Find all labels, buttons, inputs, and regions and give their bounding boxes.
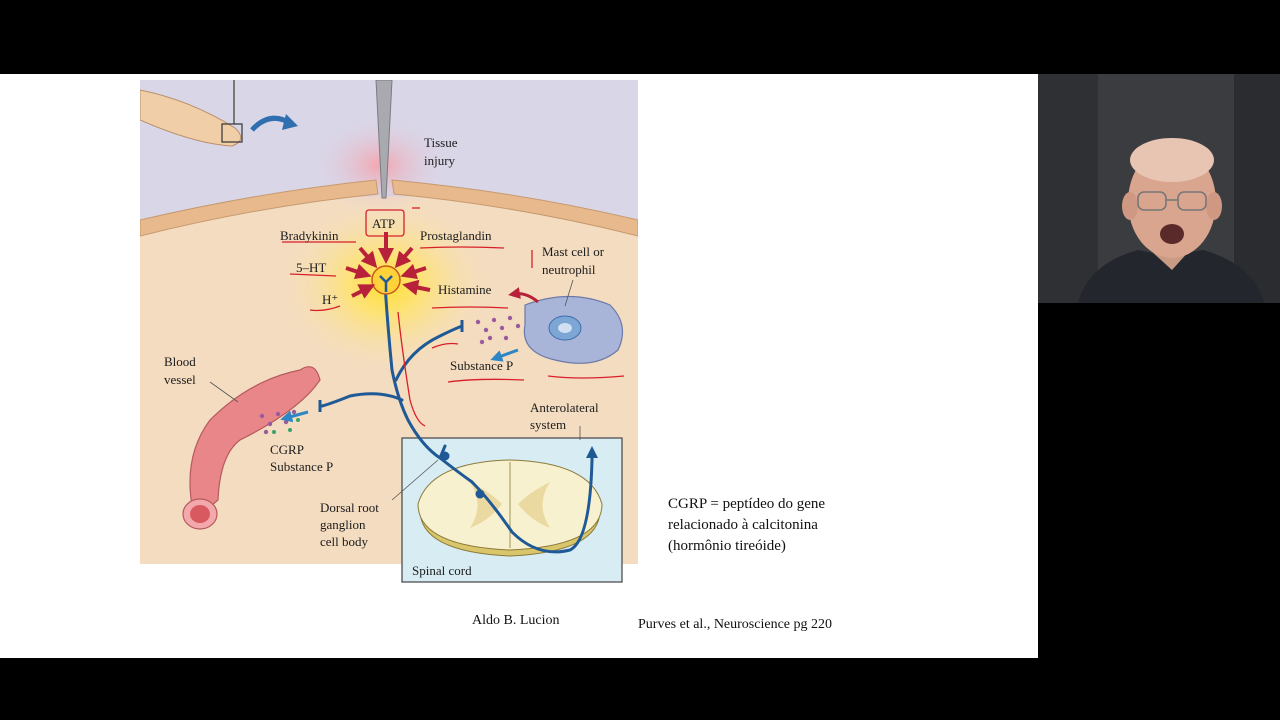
nociception-diagram: Tissue injury ATP Bradykinin Prostagland…: [140, 80, 638, 583]
cgrp-arrow: [280, 410, 309, 423]
substance-p-granules: [475, 315, 521, 345]
author-credit: Aldo B. Lucion: [472, 613, 560, 628]
svg-text:vessel: vessel: [164, 372, 196, 387]
label-bradykinin: Bradykinin: [280, 228, 339, 243]
cgrp-definition: CGRP = peptídeo do gene relacionado à ca…: [668, 496, 826, 554]
blood-vessel: [189, 366, 321, 522]
svg-text:injury: injury: [424, 153, 456, 168]
label-cgrp: CGRP: [270, 442, 304, 457]
substance-p-arrow: [490, 348, 519, 362]
mediator-arrows: [345, 232, 431, 299]
histamine-release-arrow: [508, 287, 539, 304]
reference-citation: Purves et al., Neuroscience pg 220: [638, 617, 832, 632]
svg-text:cell body: cell body: [320, 534, 369, 549]
label-atp: ATP: [372, 216, 395, 231]
label-anterolateral-system: Anterolateral: [530, 400, 599, 415]
label-prostaglandin: Prostaglandin: [420, 228, 492, 243]
presenter-video: [1038, 74, 1280, 303]
label-histamine: Histamine: [438, 282, 492, 297]
dorsal-root-ganglion: [440, 451, 450, 461]
label-blood-vessel: Blood: [164, 354, 196, 369]
inset-box: [221, 123, 243, 143]
label-tissue-injury: Tissue: [424, 135, 458, 150]
label-substance-p: Substance P: [450, 358, 513, 373]
label-cgrp-substance-p: Substance P: [270, 459, 333, 474]
needle: [375, 80, 393, 199]
label-h-plus: H⁺: [322, 292, 338, 307]
svg-text:system: system: [530, 417, 566, 432]
slide: Tissue injury ATP Bradykinin Prostagland…: [0, 74, 1038, 658]
red-annotations: [282, 207, 625, 427]
label-spinal-cord: Spinal cord: [412, 563, 472, 578]
skin-surface-left: [140, 179, 379, 237]
presenter-webcam: [1038, 74, 1280, 303]
finger: [140, 89, 242, 147]
label-mast-cell: Mast cell or: [542, 244, 605, 259]
nerve-ending: [371, 265, 401, 295]
svg-text:neutrophil: neutrophil: [542, 262, 596, 277]
svg-text:ganglion: ganglion: [320, 517, 366, 532]
skin-surface-right: [391, 179, 638, 237]
label-dorsal-root-ganglion: Dorsal root: [320, 500, 379, 515]
label-5ht: 5–HT: [296, 260, 326, 275]
